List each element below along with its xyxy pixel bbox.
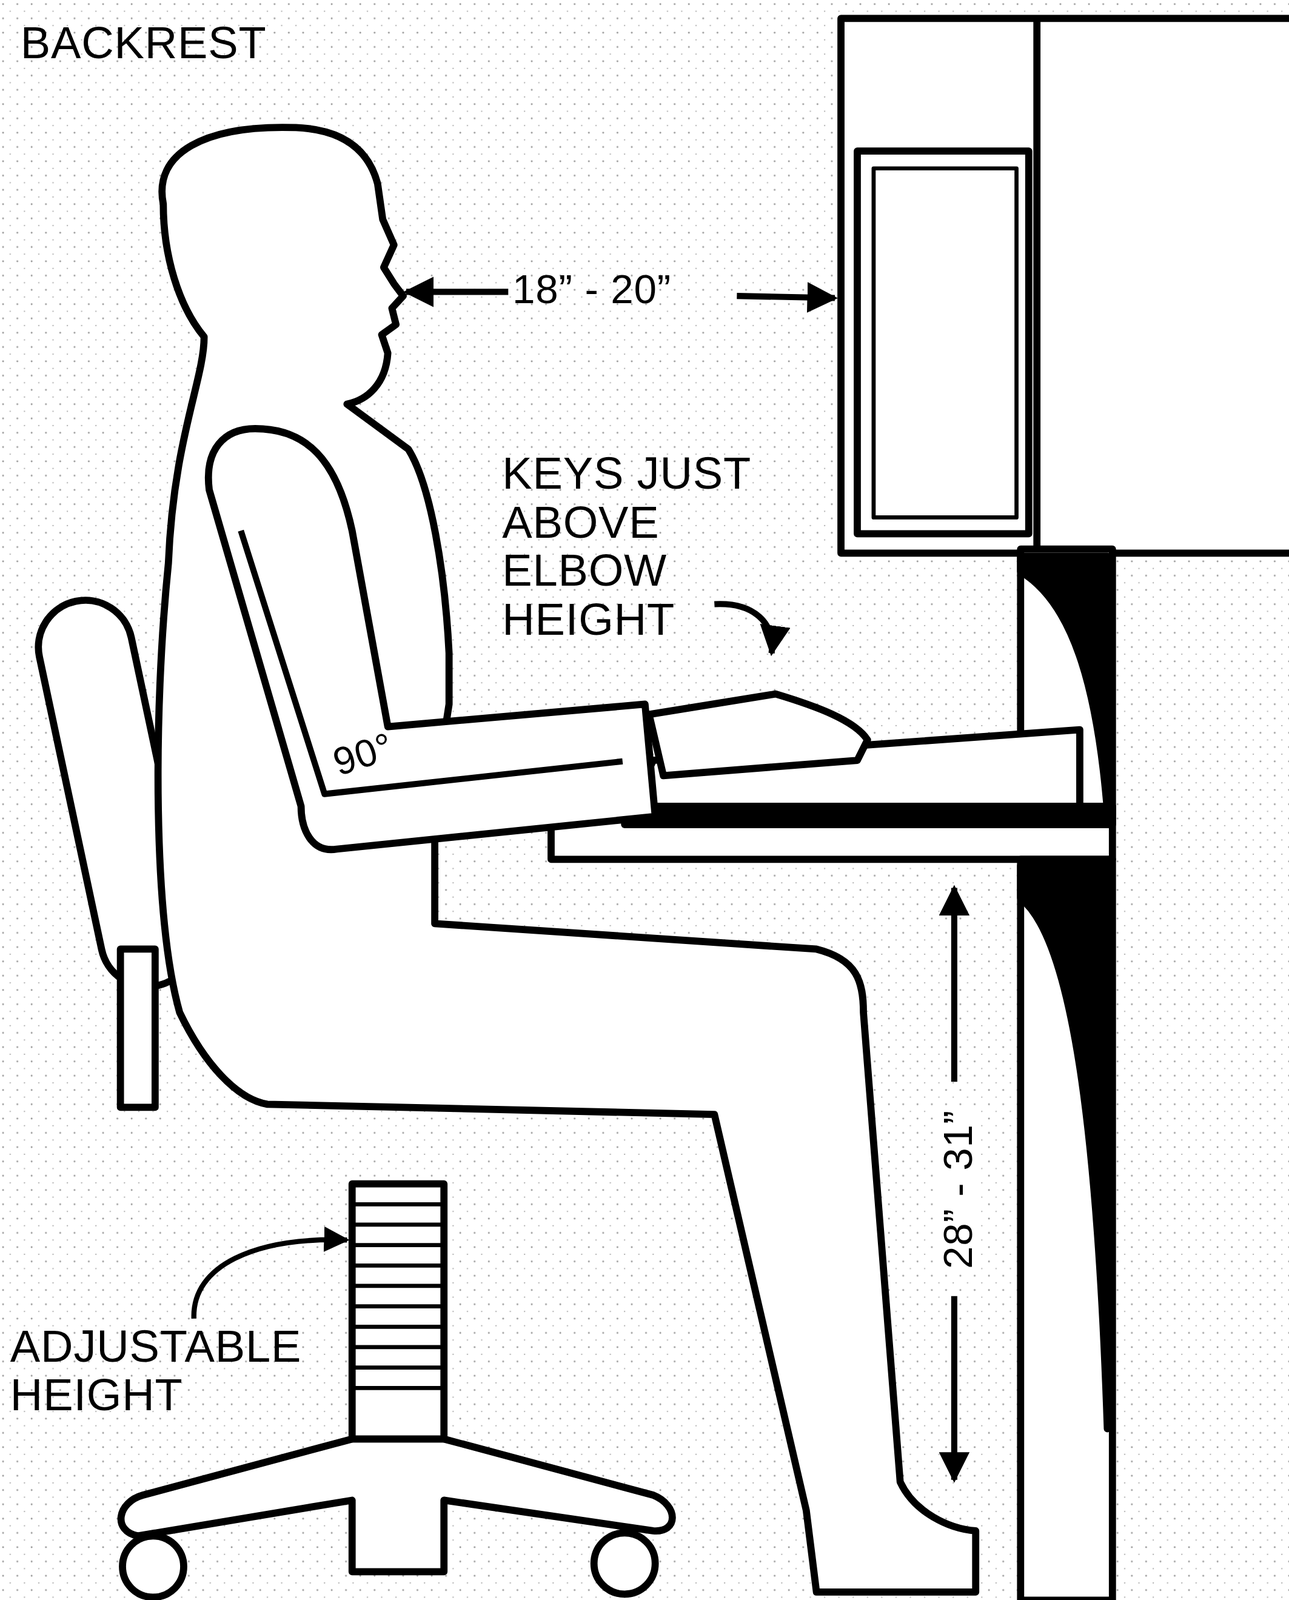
leader-line <box>194 1239 348 1319</box>
monitor-housing <box>840 18 1289 553</box>
callout-label: KEYS JUST ABOVE ELBOW HEIGHT <box>502 449 788 644</box>
leader-line <box>714 603 772 653</box>
backrest-post <box>120 948 156 1108</box>
chair-base <box>121 1438 673 1572</box>
chair-column <box>352 1184 444 1440</box>
screen-inner <box>873 168 1017 518</box>
desk-shade <box>1020 865 1108 1429</box>
dimension-label: 28” - 31” <box>936 1105 981 1273</box>
desk-support <box>1020 859 1112 1600</box>
hand <box>649 694 868 777</box>
dimension-label: 18” - 20” <box>512 267 778 312</box>
chair-wheel <box>594 1532 656 1594</box>
chair-wheel <box>122 1535 184 1598</box>
dimension-arrow <box>951 1296 958 1480</box>
monitor-screen <box>857 150 1029 534</box>
dimension-arrow <box>951 887 958 1082</box>
column-stripes <box>352 1204 444 1388</box>
part-label: ADJUSTABLE HEIGHT <box>10 1321 347 1419</box>
dimension-arrow <box>406 288 509 295</box>
dimension-arrow <box>736 295 835 298</box>
person <box>158 127 977 1593</box>
part-label: BACKREST <box>20 18 429 67</box>
